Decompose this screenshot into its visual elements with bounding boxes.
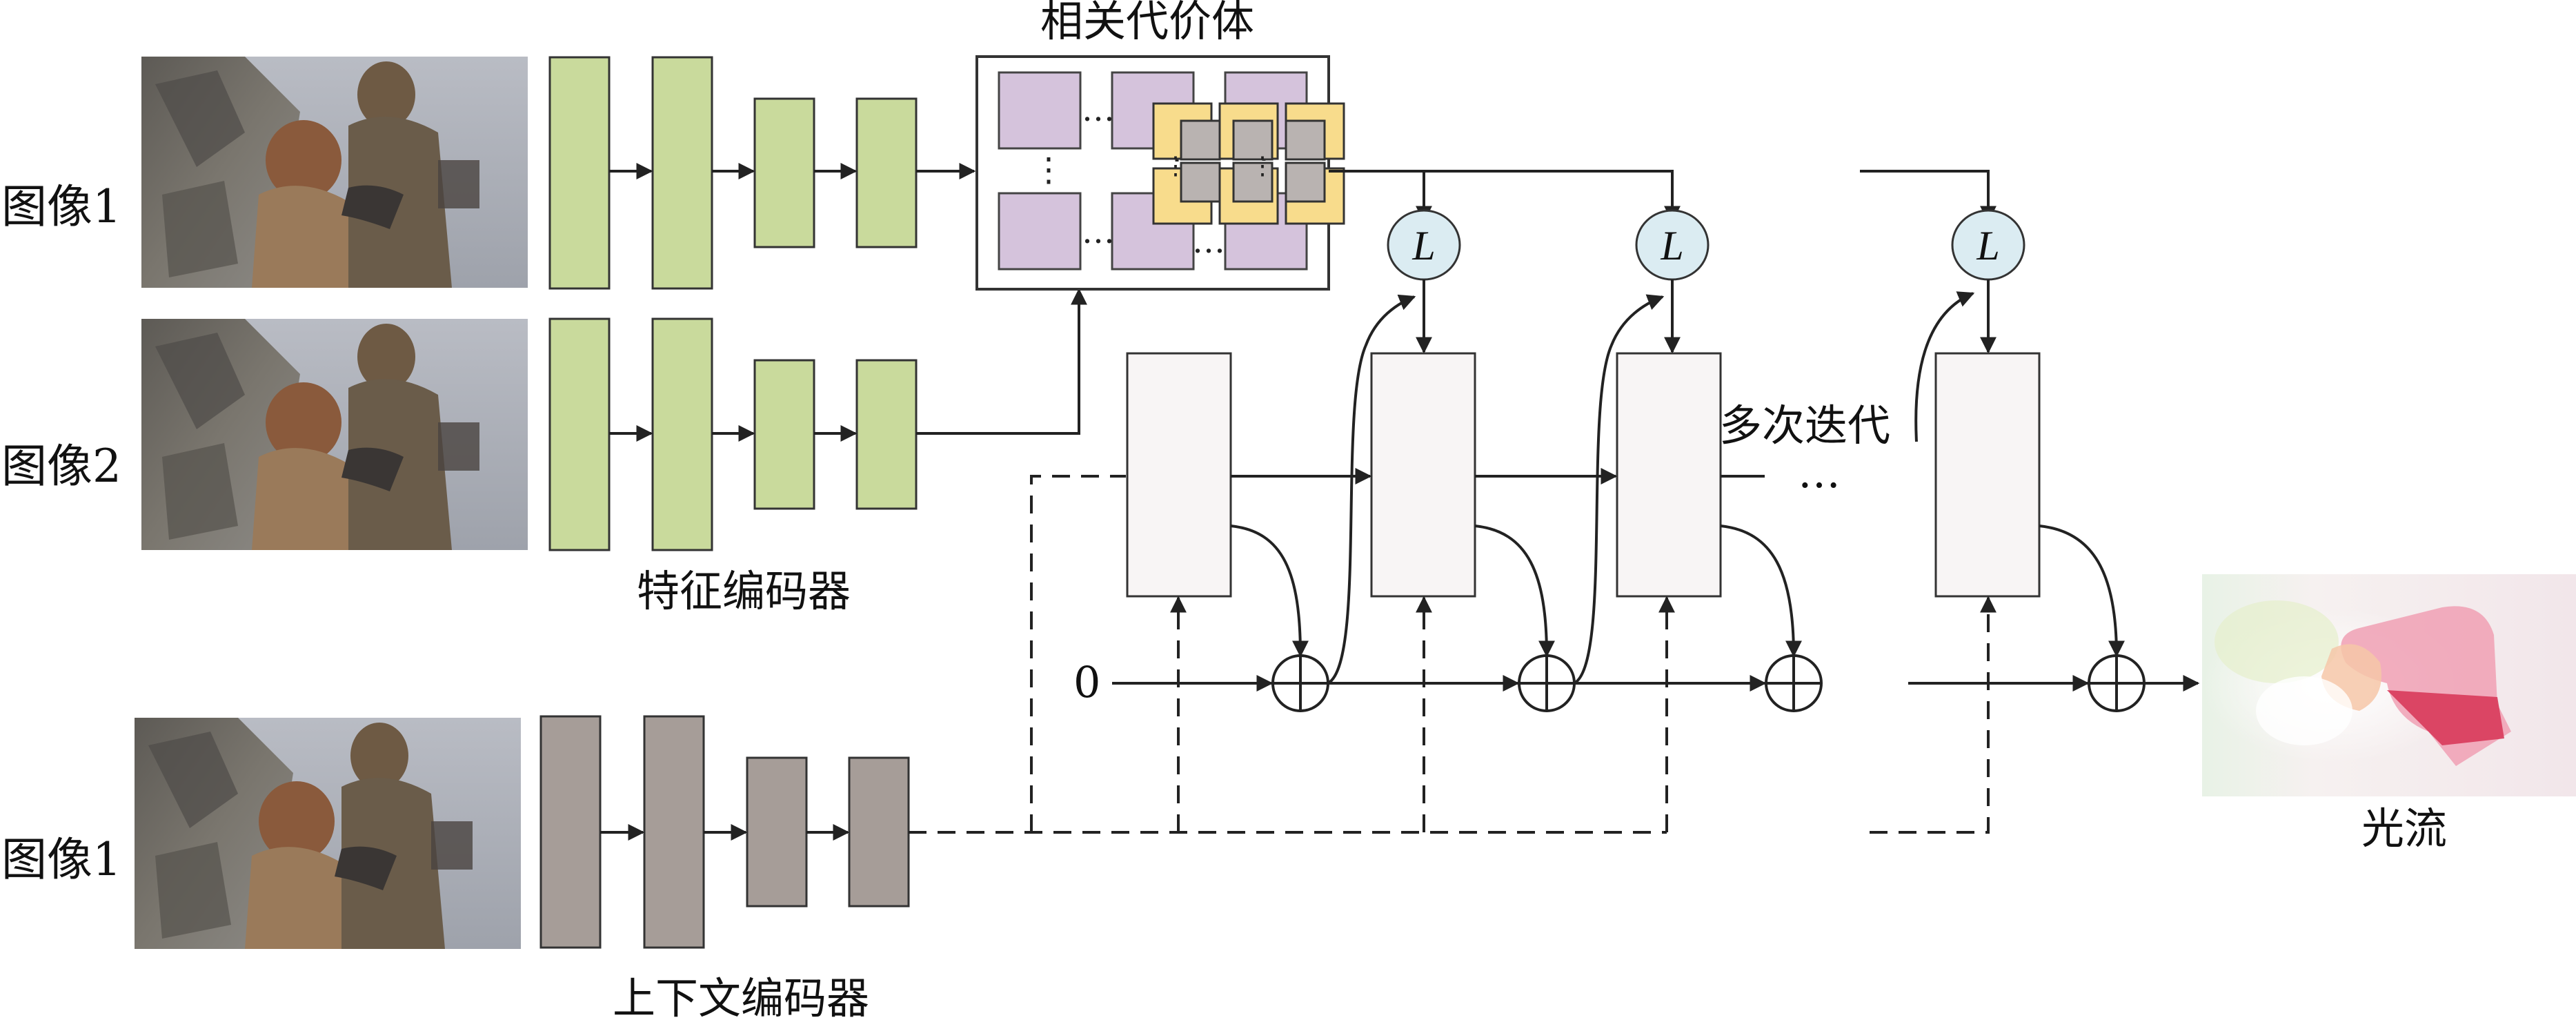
update-block <box>1934 352 2041 598</box>
corr-vdots: ⋮ <box>1032 150 1065 189</box>
corr-ellipsis: … <box>1082 90 1115 129</box>
lookup-dots: ⋮ <box>1163 152 1188 180</box>
feature-block <box>855 97 918 248</box>
corr-ellipsis: … <box>1082 213 1115 251</box>
context-block <box>848 756 910 908</box>
label-image1-top: 图像1 <box>1 180 121 233</box>
update-block <box>1370 352 1476 598</box>
lookup-dots: ⋮ <box>1250 152 1275 180</box>
corr-cell <box>998 71 1082 150</box>
context-block <box>539 715 602 949</box>
sum-node <box>2088 654 2146 712</box>
iterations-ellipsis: … <box>1798 447 1841 498</box>
update-block <box>1616 352 1722 598</box>
feature-encoder-bottom <box>548 288 1087 551</box>
label-iterations: 多次迭代 <box>1719 400 1890 451</box>
lookup-op: L <box>1951 209 2025 281</box>
label-feature-encoder: 特征编码器 <box>637 566 851 616</box>
lookup-cell <box>1232 161 1274 203</box>
corr-ellipsis: … <box>1192 222 1225 261</box>
lookup-cell <box>1232 119 1274 161</box>
label-image2: 图像2 <box>1 440 121 493</box>
context-encoder <box>539 715 910 949</box>
label-zero: 0 <box>1073 657 1100 707</box>
feature-block <box>548 317 611 551</box>
feature-block <box>548 56 611 290</box>
context-block <box>643 715 705 949</box>
context-block <box>746 756 808 908</box>
lookup-op: L <box>1635 209 1710 281</box>
label-context-encoder: 上下文编码器 <box>613 973 869 1023</box>
label-image1-bottom: 图像1 <box>1 833 121 886</box>
corr-cell <box>998 192 1082 271</box>
lookup-cell <box>1285 161 1326 203</box>
feature-encoder-top <box>548 56 976 290</box>
lookup-cell <box>1180 119 1221 161</box>
update-block <box>1126 352 1232 598</box>
lookup-op: L <box>1387 209 1461 281</box>
feature-block <box>753 97 815 248</box>
label-optical-flow: 光流 <box>2361 803 2447 854</box>
feature-block <box>855 359 918 510</box>
sum-node <box>1271 654 1329 712</box>
lookup-symbol: L <box>1660 223 1683 268</box>
label-correlation-volume: 相关代价体 <box>1040 0 1254 46</box>
optical-flow-image <box>2202 574 2576 796</box>
correlation-volume: … … … ⋮ ⋮ ⋮ ⋮ ⋮ <box>975 55 1345 291</box>
lookup-symbol: L <box>1976 223 1999 268</box>
sum-node <box>1765 654 1823 712</box>
feature-block <box>753 359 815 510</box>
photo-image2 <box>141 319 528 550</box>
feature-block <box>651 56 713 290</box>
lookup-symbol: L <box>1411 223 1435 268</box>
photo-image1-bottom <box>135 718 521 949</box>
feature-block <box>651 317 713 551</box>
sum-node <box>1518 654 1576 712</box>
lookup-cell <box>1285 119 1326 161</box>
photo-image1-top <box>141 57 528 288</box>
lookup-cell <box>1180 161 1221 203</box>
